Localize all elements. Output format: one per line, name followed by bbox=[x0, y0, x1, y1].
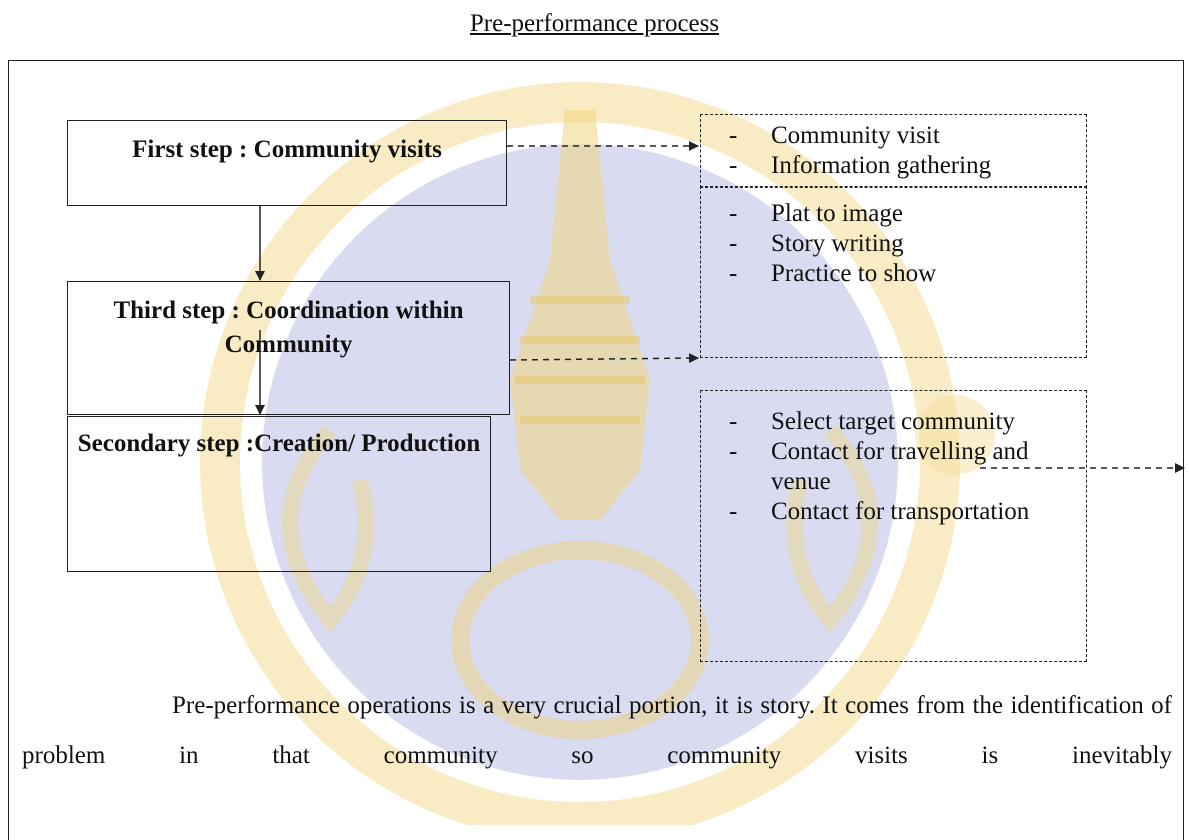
note-item: Information gathering bbox=[701, 151, 1086, 181]
secondary-step-box: Secondary step :Creation/ Production bbox=[67, 416, 491, 572]
seal-crown-bands bbox=[515, 296, 645, 424]
page-title: Pre-performance process bbox=[469, 10, 720, 37]
note-item: Contact for transportation bbox=[701, 497, 1086, 527]
diagram-frame bbox=[8, 60, 1184, 840]
note-item: Community visit bbox=[701, 121, 1086, 151]
creation-notes-box: Plat to image Story writing Practice to … bbox=[700, 186, 1087, 358]
dashed-arrow-step3-to-box2 bbox=[509, 353, 699, 364]
note-item: Select target community bbox=[701, 407, 1086, 437]
note-item: Practice to show bbox=[701, 259, 1086, 289]
note-item: Plat to image bbox=[701, 199, 1086, 229]
seal-left-flourish bbox=[282, 424, 374, 633]
third-step-box: Third step : Coordination within Communi… bbox=[67, 281, 510, 415]
secondary-step-label: Secondary step :Creation/ Production bbox=[77, 430, 481, 457]
third-step-label: Third step : Coordination within Communi… bbox=[113, 297, 464, 358]
first-step-box: First step : Community visits bbox=[67, 120, 507, 206]
note-item: Contact for travelling and venue bbox=[701, 437, 1086, 497]
body-paragraph: Pre-performance operations is a very cru… bbox=[22, 692, 1172, 769]
first-step-label: First step : Community visits bbox=[132, 136, 442, 163]
community-visit-notes-box: Community visit Information gathering bbox=[700, 114, 1087, 188]
note-item: Story writing bbox=[701, 229, 1086, 259]
coordination-notes-box: Select target community Contact for trav… bbox=[700, 390, 1087, 662]
